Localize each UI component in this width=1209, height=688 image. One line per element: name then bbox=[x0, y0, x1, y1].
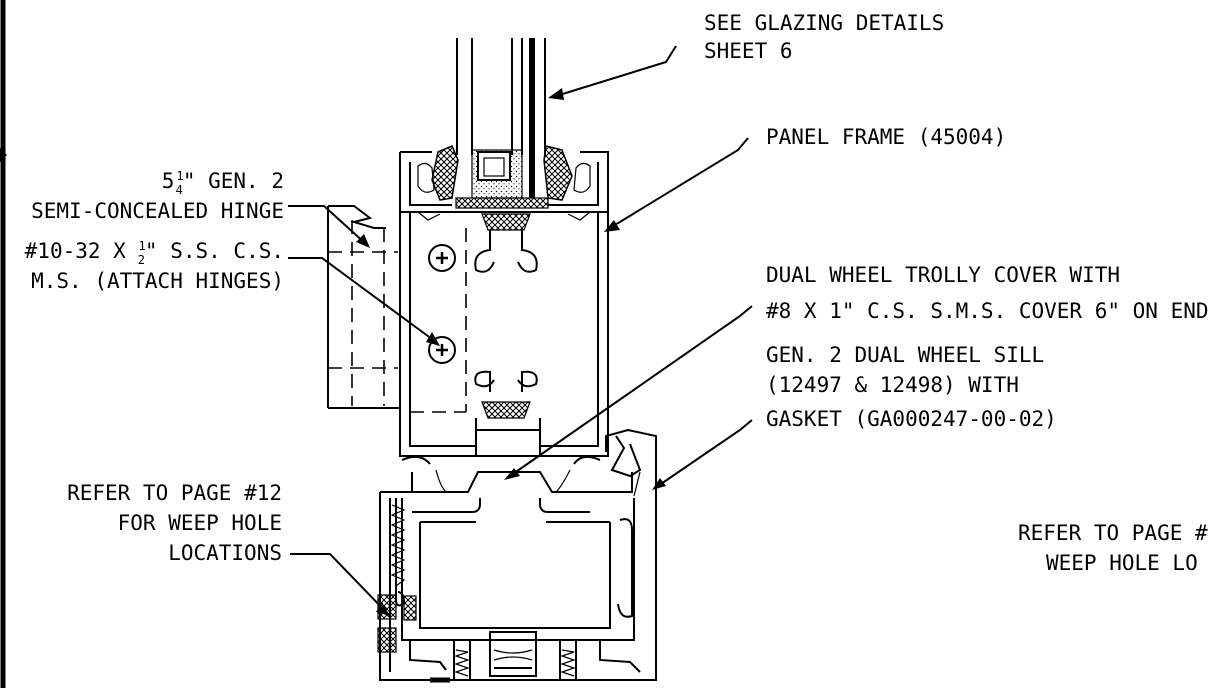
weep-right-line-1: REFER TO PAGE # bbox=[1018, 521, 1208, 545]
leader-lines bbox=[288, 45, 753, 616]
sill-label-line-3: GASKET (GA000247-00-02) bbox=[766, 407, 1057, 431]
weep-right-line-2: WEEP HOLE LO bbox=[1046, 551, 1198, 575]
panel-frame-body bbox=[399, 211, 609, 457]
weep-left-line-2: FOR WEEP HOLE bbox=[118, 511, 282, 535]
glazing-label-line-2: SHEET 6 bbox=[704, 39, 793, 63]
sill-label-line-1: GEN. 2 DUAL WHEEL SILL bbox=[766, 343, 1044, 367]
glazing-unit bbox=[456, 38, 546, 199]
panel-frame-label: PANEL FRAME (45004) bbox=[766, 125, 1006, 149]
glazing-gaskets bbox=[431, 145, 573, 201]
screw-label-line-2: M.S. (ATTACH HINGES) bbox=[31, 269, 284, 293]
hinge-label-line-2: SEMI-CONCEALED HINGE bbox=[31, 199, 284, 223]
sheet-border bbox=[0, 0, 7, 688]
weep-left-line-1: REFER TO PAGE #12 bbox=[67, 481, 282, 505]
dual-wheel-sill bbox=[377, 428, 657, 683]
sill-label-line-2: (12497 & 12498) WITH bbox=[766, 373, 1019, 397]
glazing-label-line-1: SEE GLAZING DETAILS bbox=[704, 11, 944, 35]
trolly-label-line-2: #8 X 1" C.S. S.M.S. COVER 6" ON ENDS bbox=[766, 299, 1209, 323]
semi-concealed-hinge bbox=[327, 205, 467, 413]
weep-left-line-3: LOCATIONS bbox=[168, 541, 282, 565]
callout-labels: SEE GLAZING DETAILS SHEET 6 PANEL FRAME … bbox=[25, 11, 1209, 575]
trolly-label-line-1: DUAL WHEEL TROLLY COVER WITH bbox=[766, 263, 1120, 287]
